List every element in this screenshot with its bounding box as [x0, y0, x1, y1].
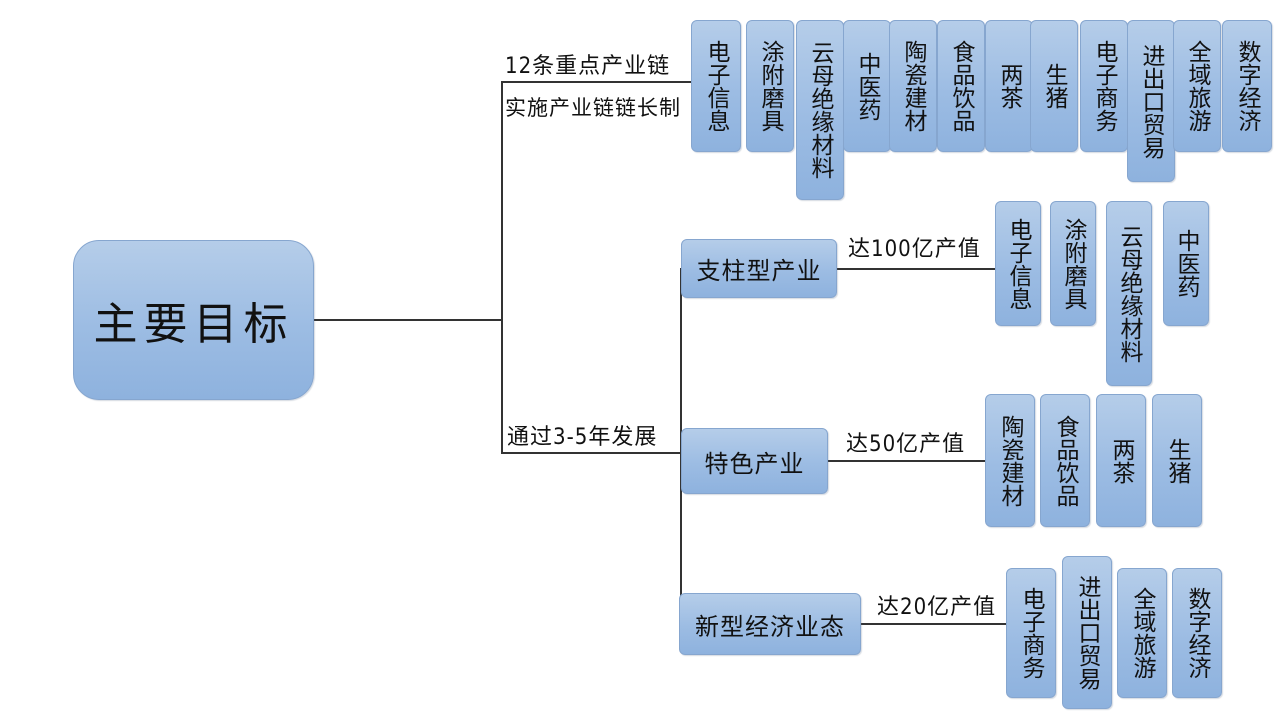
cat2-item-live-pigs: 生猪 — [1152, 394, 1202, 527]
top-branch-label-2: 实施产业链链长制 — [505, 96, 681, 120]
cat3-target-line — [860, 623, 1006, 625]
cat1-item-mica-insulation: 云母绝缘材料 — [1106, 201, 1152, 386]
bottom-branch-label: 通过3-5年发展 — [507, 425, 658, 450]
trunk-vertical — [501, 81, 503, 454]
top-item-tourism: 全域旅游 — [1173, 20, 1221, 152]
cat3-item-ecommerce: 电子商务 — [1006, 568, 1056, 698]
cat3-item-tourism: 全域旅游 — [1117, 568, 1167, 698]
category-featured-industry: 特色产业 — [681, 428, 828, 494]
top-branch-label-1: 12条重点产业链 — [505, 54, 671, 79]
root-node: 主要目标 — [73, 240, 314, 400]
top-item-digital-economy: 数字经济 — [1222, 20, 1272, 152]
cat2-item-two-teas: 两茶 — [1096, 394, 1146, 527]
top-branch-line — [501, 81, 691, 83]
bottom-branch-line — [501, 452, 681, 454]
top-item-two-teas: 两茶 — [985, 20, 1033, 152]
top-item-electronic-info: 电子信息 — [691, 20, 741, 152]
cat1-item-tcm: 中医药 — [1163, 201, 1209, 326]
top-item-tcm: 中医药 — [843, 20, 891, 152]
cat1-item-electronic-info: 电子信息 — [995, 201, 1041, 326]
root-connector — [314, 319, 503, 321]
top-item-mica-insulation: 云母绝缘材料 — [796, 20, 844, 200]
top-item-food-beverage: 食品饮品 — [937, 20, 985, 152]
category-new-economy: 新型经济业态 — [679, 593, 861, 655]
category-pillar-industry: 支柱型产业 — [681, 239, 837, 298]
cat2-item-ceramic-building: 陶瓷建材 — [985, 394, 1035, 527]
cat3-item-import-export: 进出口贸易 — [1062, 556, 1112, 709]
cat2-target-line — [827, 460, 985, 462]
cat3-target-label: 达20亿产值 — [877, 595, 997, 620]
cat2-item-food-beverage: 食品饮品 — [1040, 394, 1090, 527]
cat1-item-coated-abrasives: 涂附磨具 — [1050, 201, 1096, 326]
top-item-ceramic-building: 陶瓷建材 — [889, 20, 937, 152]
top-item-import-export: 进出口贸易 — [1127, 20, 1175, 182]
top-item-coated-abrasives: 涂附磨具 — [746, 20, 794, 152]
top-item-ecommerce: 电子商务 — [1080, 20, 1128, 152]
cat3-item-digital-economy: 数字经济 — [1172, 568, 1222, 698]
cat1-target-line — [835, 268, 995, 270]
top-item-live-pigs: 生猪 — [1030, 20, 1078, 152]
cat2-target-label: 达50亿产值 — [846, 432, 966, 457]
cat1-target-label: 达100亿产值 — [848, 237, 981, 262]
